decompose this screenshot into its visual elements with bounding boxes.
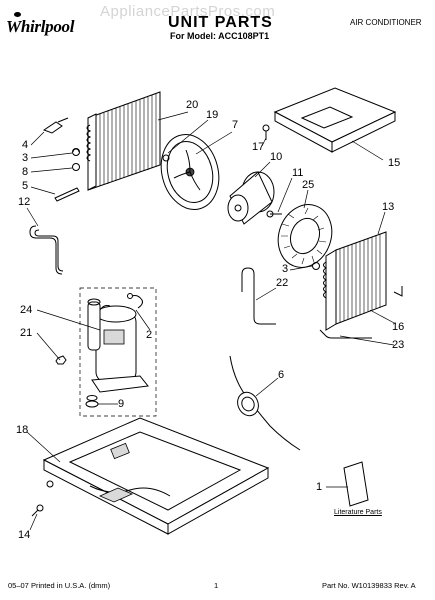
watermark: AppliancePartsPros.com xyxy=(100,3,276,20)
literature-parts-label: Literature Parts xyxy=(334,509,382,516)
callout-17: 17 xyxy=(252,141,265,153)
callout-10: 10 xyxy=(270,151,283,163)
wire-harness-drawing xyxy=(229,355,301,451)
callout-23: 23 xyxy=(392,339,405,351)
callout-12: 12 xyxy=(18,196,31,208)
callout-13: 13 xyxy=(382,201,395,213)
callout-7: 7 xyxy=(232,119,239,131)
callout-3-left: 3 xyxy=(22,152,29,164)
product-category: AIR CONDITIONER xyxy=(350,18,422,27)
compressor-group-outline xyxy=(79,287,157,417)
compressor-drawing xyxy=(87,293,149,393)
callout-20: 20 xyxy=(186,99,199,111)
blower-wheel-drawing xyxy=(277,204,333,268)
whirlpool-logo-swirl-icon xyxy=(14,12,21,17)
clip-drawing xyxy=(312,262,320,270)
callout-11: 11 xyxy=(292,167,304,179)
callout-15: 15 xyxy=(388,157,401,169)
evaporator-coil-drawing xyxy=(323,231,403,331)
footer-print-info: 05–07 Printed in U.S.A. (dmm) xyxy=(8,581,111,590)
callout-1: 1 xyxy=(316,481,323,493)
base-pan-drawing xyxy=(42,417,270,535)
callout-24: 24 xyxy=(20,304,33,316)
callout-21: 21 xyxy=(20,327,33,339)
callout-18: 18 xyxy=(16,424,29,436)
fan-blade-drawing xyxy=(160,134,220,210)
callout-2: 2 xyxy=(146,329,153,341)
footer-page-number: 1 xyxy=(214,581,219,590)
condenser-coil-drawing xyxy=(86,91,161,191)
model-number: For Model: ACC108PT1 xyxy=(170,31,270,41)
callout-16: 16 xyxy=(392,321,405,333)
callout-4: 4 xyxy=(22,139,29,151)
callout-6: 6 xyxy=(278,369,285,381)
callout-22: 22 xyxy=(276,277,289,289)
small-hardware-drawing xyxy=(30,117,80,202)
tubing-drawing xyxy=(29,225,64,275)
callout-14: 14 xyxy=(18,529,31,541)
callout-25: 25 xyxy=(302,179,315,191)
screw-drawing xyxy=(262,124,270,140)
grommet-drawing xyxy=(85,395,99,408)
callout-5: 5 xyxy=(22,180,29,192)
capillary-tube-drawing xyxy=(241,267,276,325)
literature-booklet-drawing xyxy=(343,461,369,507)
footer-part-number: Part No. W10139833 Rev. A xyxy=(322,581,416,590)
page-title: UNIT PARTS xyxy=(168,14,273,31)
callout-leader-lines xyxy=(26,111,397,531)
top-panel-drawing xyxy=(273,87,397,161)
screw-drawing-14 xyxy=(31,504,44,517)
callout-8: 8 xyxy=(22,166,29,178)
callout-19: 19 xyxy=(206,109,219,121)
callout-3-right: 3 xyxy=(282,263,289,275)
drain-tube-drawing xyxy=(319,329,372,339)
brand-logo: Whirlpool xyxy=(6,17,75,36)
fan-motor-drawing xyxy=(227,171,282,225)
callout-9: 9 xyxy=(118,398,125,410)
